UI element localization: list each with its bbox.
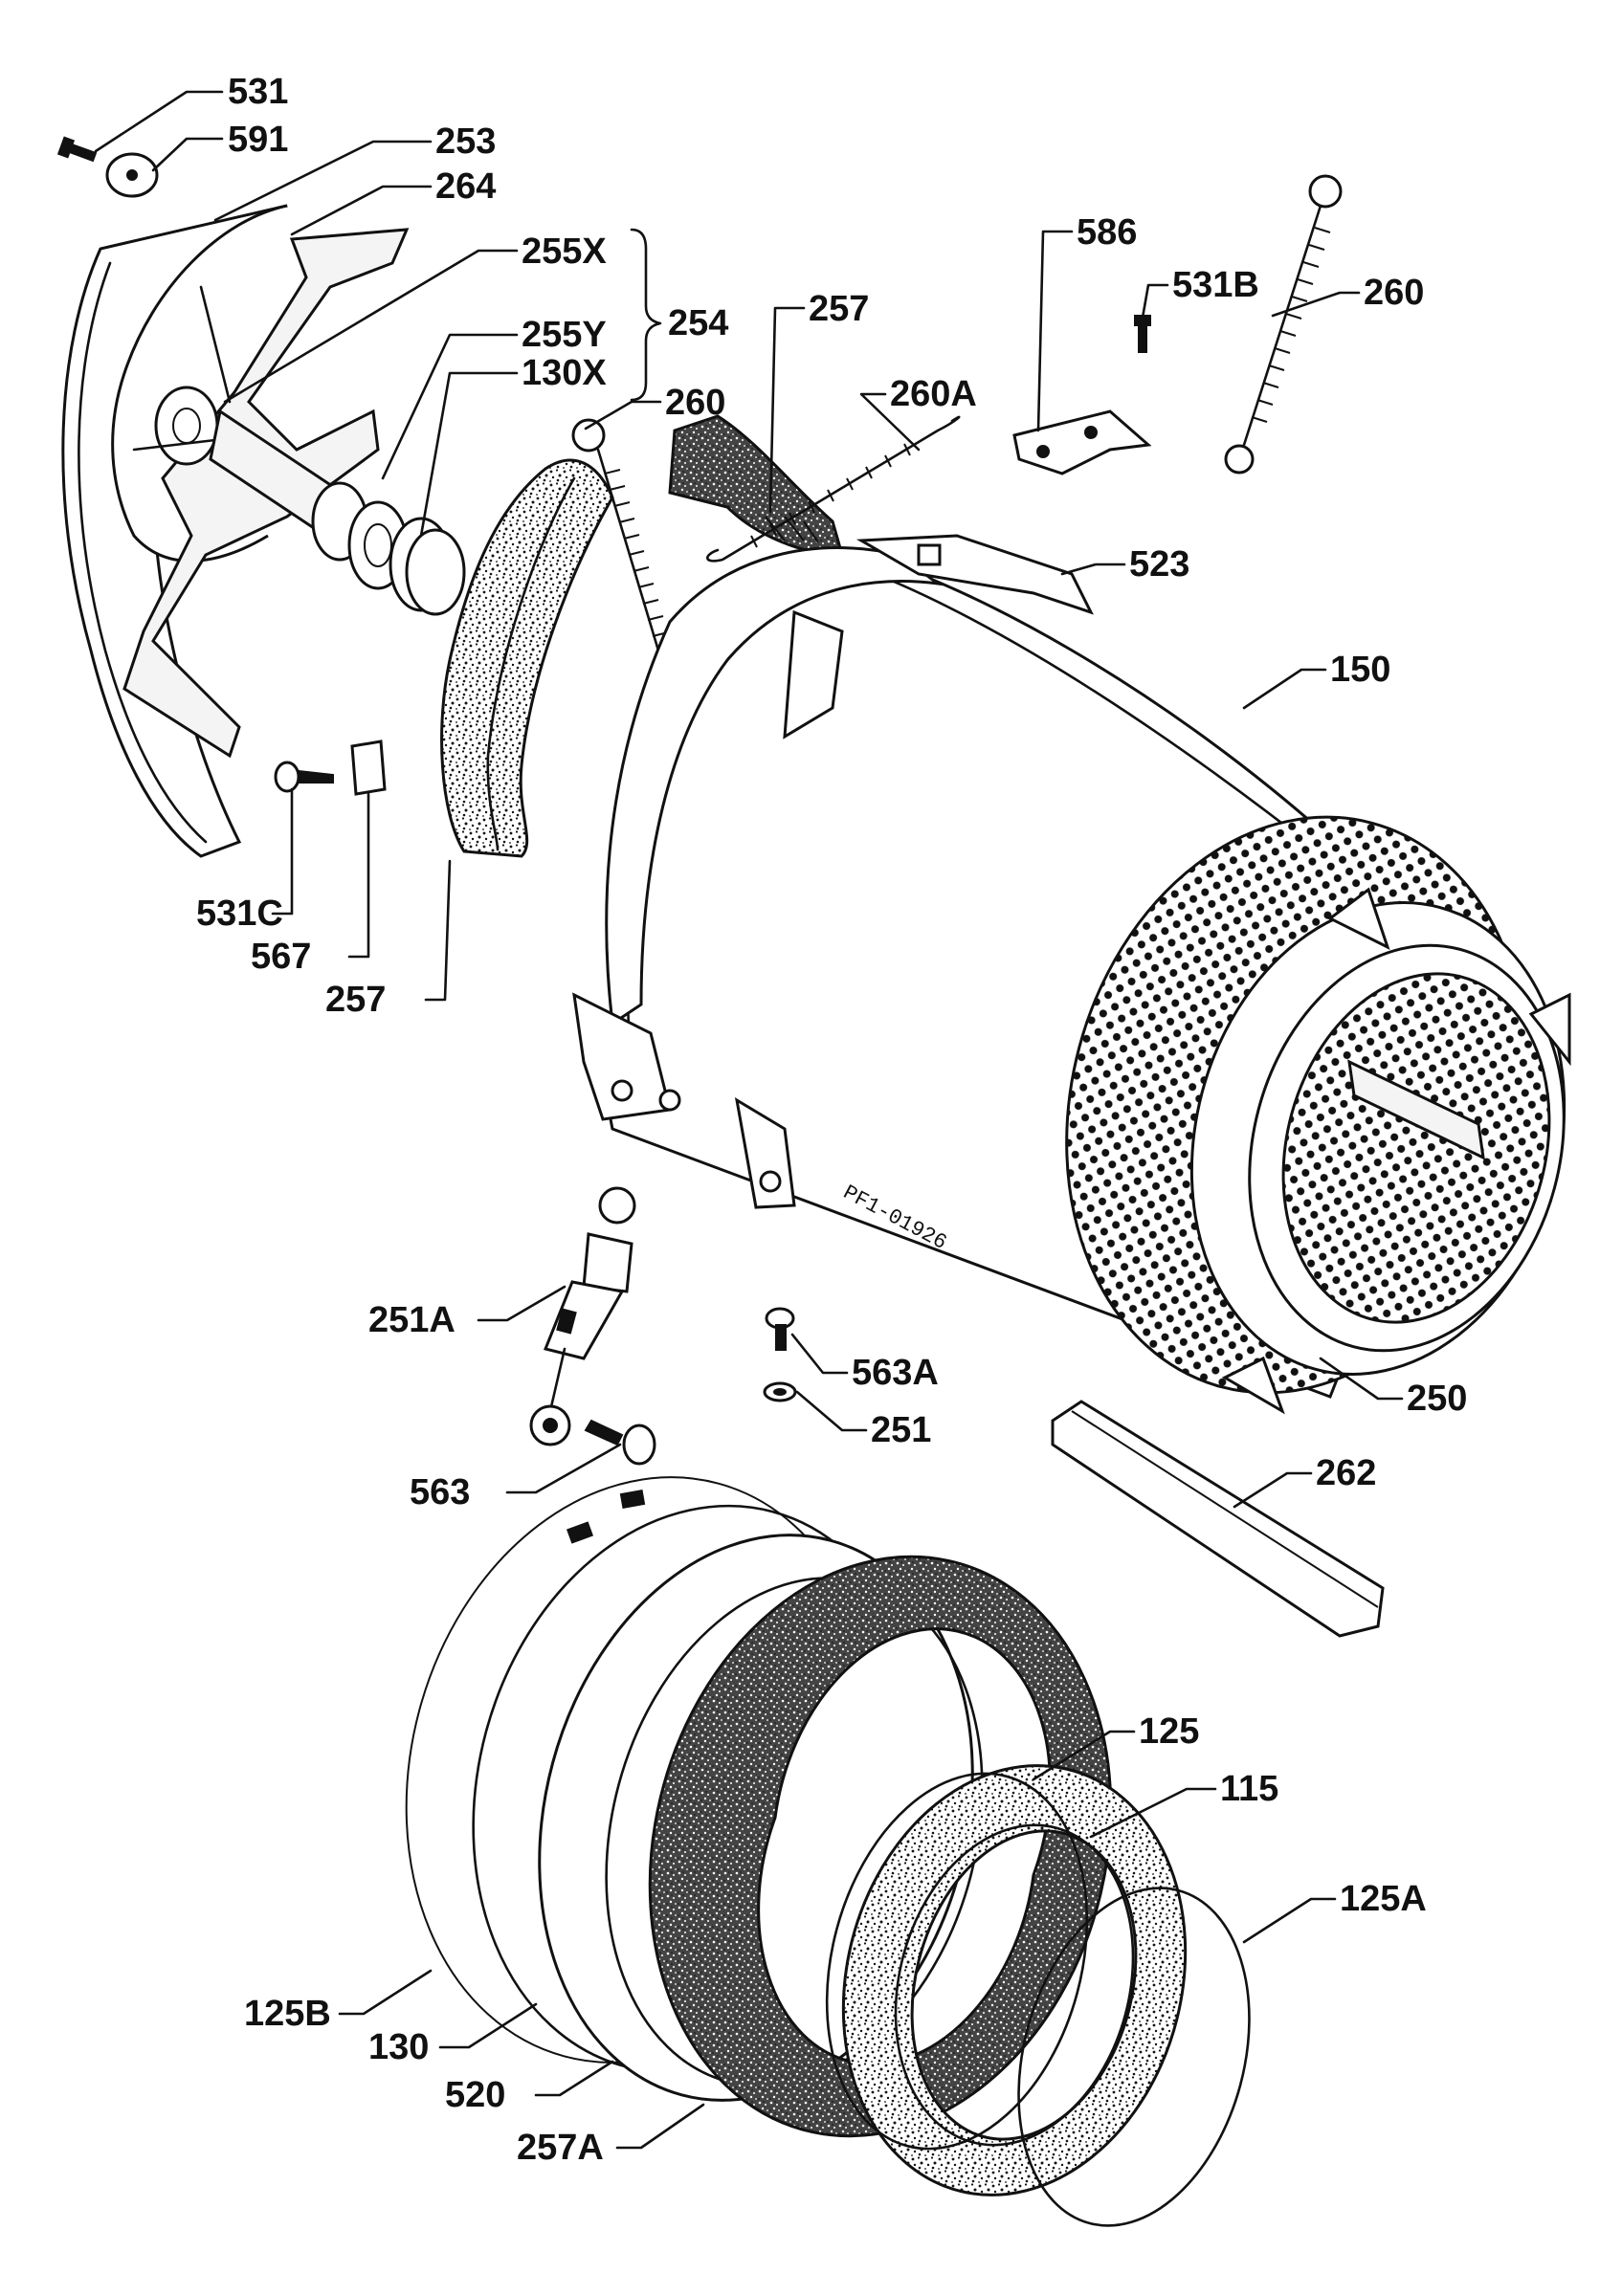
bearing-shaft-254	[209, 408, 466, 616]
counterweight-257-rear	[440, 458, 614, 858]
label-125b: 125B	[244, 1994, 331, 2034]
part-labels: 531 591 253 264 255X 255Y 130X 254 260 2…	[196, 72, 1467, 2168]
label-531: 531	[228, 72, 288, 112]
plate-567	[350, 740, 387, 796]
tub-rear-flange-523	[605, 534, 1094, 1027]
label-255y: 255Y	[522, 315, 607, 355]
label-264: 264	[435, 166, 496, 207]
label-520: 520	[445, 2075, 505, 2115]
label-563a: 563A	[852, 1353, 939, 1393]
screw-531c	[274, 761, 334, 793]
label-563: 563	[410, 1472, 470, 1512]
label-531b: 531B	[1172, 265, 1259, 305]
door-seal-115	[841, 1764, 1188, 2197]
seal-ring-125a	[1017, 1887, 1251, 2227]
label-257a: 257A	[517, 2128, 604, 2168]
label-254: 254	[668, 303, 728, 343]
label-260a: 260A	[890, 374, 977, 414]
label-255x: 255X	[522, 232, 607, 272]
spring-260a	[706, 415, 961, 563]
screw-531	[56, 136, 98, 163]
label-250: 250	[1407, 1379, 1467, 1419]
label-125a: 125A	[1340, 1879, 1427, 1919]
shock-absorber-251a	[529, 1186, 636, 1446]
label-523: 523	[1129, 544, 1189, 585]
label-257-top: 257	[809, 289, 869, 329]
label-586: 586	[1077, 212, 1137, 253]
bolt-563	[584, 1419, 656, 1466]
label-253: 253	[435, 121, 496, 162]
label-251a: 251A	[368, 1300, 455, 1340]
counterweight-257-top	[668, 414, 844, 557]
bolt-563a	[765, 1307, 795, 1351]
label-130x: 130X	[522, 353, 607, 393]
tub-mounts	[572, 992, 796, 1209]
leader-lines	[94, 90, 1404, 2150]
label-257-left: 257	[325, 980, 386, 1020]
label-260-right: 260	[1364, 273, 1424, 313]
label-531c: 531C	[196, 894, 283, 934]
front-weight-262	[1051, 1400, 1385, 1638]
seal-ring-125	[825, 1772, 1089, 2151]
label-260-mid: 260	[665, 383, 725, 423]
label-150: 150	[1330, 650, 1390, 690]
spring-260-right	[1224, 174, 1343, 475]
bracket-254	[630, 228, 662, 402]
drum-250	[1065, 815, 1571, 1415]
label-251: 251	[871, 1410, 931, 1450]
label-567: 567	[251, 937, 311, 977]
label-130: 130	[368, 2027, 429, 2067]
washer-591	[105, 152, 159, 198]
screw-531b	[1134, 315, 1151, 353]
bracket-586	[1012, 409, 1152, 475]
front-counterweight-257a	[648, 1555, 1113, 2138]
label-591: 591	[228, 120, 288, 160]
label-125: 125	[1139, 1711, 1199, 1752]
label-115: 115	[1220, 1769, 1278, 1809]
label-262: 262	[1316, 1453, 1376, 1493]
washer-251	[763, 1381, 797, 1402]
